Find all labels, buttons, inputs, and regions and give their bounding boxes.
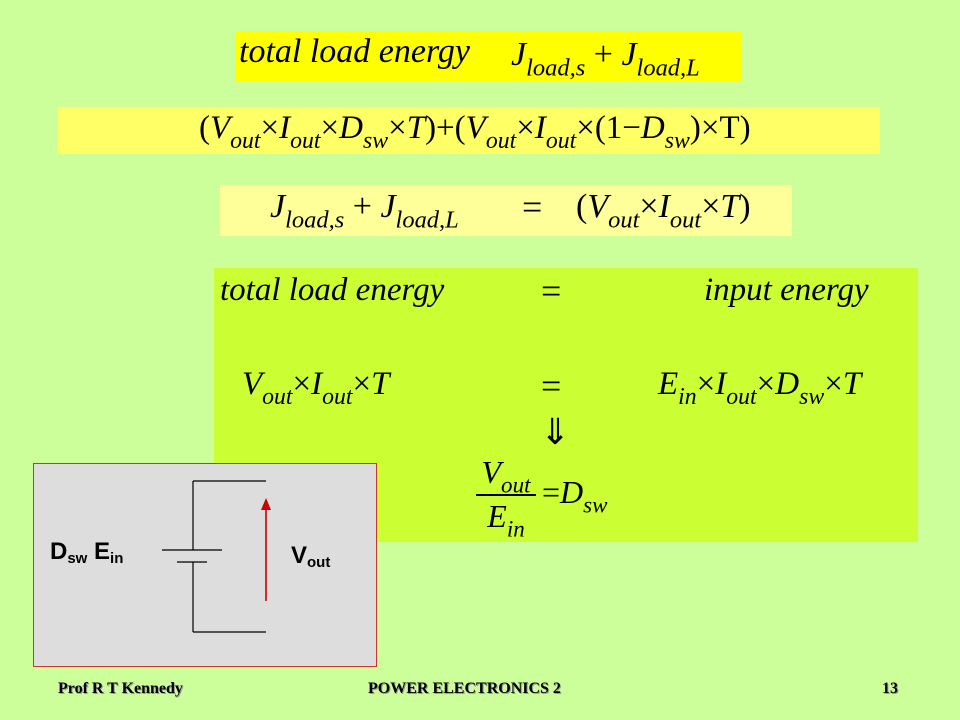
eq4-row2-equals: = [541,366,562,406]
fraction-result: =Dsw [542,474,608,518]
equation-load-energy-sum: Jload,s + Jload,L = (Vout×Iout×T) [220,185,792,236]
eq4-row1-equals: = [541,271,562,311]
fraction-bar [476,494,536,496]
equation-energy-expansion: (Vout×Iout×Dsw×T)+(Vout×Iout×(1−Dsw)×T) [58,107,880,154]
equation-total-load-energy: total load energy Jload,s + Jload,L [235,31,741,82]
eq4-duty-ratio-fraction: Vout Ein =Dsw [476,454,616,542]
circuit-diagram-panel: Dsw Ein Vout [33,463,377,667]
eq3-left: Jload,s + Jload,L [270,188,459,234]
footer-course-title: POWER ELECTRONICS 2 [368,680,561,697]
footer-author: Prof R T Kennedy [58,680,183,697]
eq4-row1-right: input energy [704,272,869,308]
source-label: Dsw Ein [50,538,124,567]
eq4-row2-right: Ein×Iout×Dsw×T [658,366,862,410]
vout-label: Vout [291,542,331,571]
circuit-drawing [162,480,271,633]
eq4-row2-left: Vout×Iout×T [242,366,390,410]
fraction-numerator: Vout [481,454,531,498]
fraction-denominator: Ein [487,498,525,542]
vout-arrow [261,498,271,601]
eq4-row1-left: total load energy [220,272,445,308]
implies-arrow-icon: ⇓ [540,412,571,452]
eq3-right: (Vout×Iout×T) [576,188,751,234]
eq1-left-text: total load energy [239,33,471,70]
footer-page-number: 13 [882,680,898,697]
eq2-expression: (Vout×Iout×Dsw×T)+(Vout×Iout×(1−Dsw)×T) [199,110,751,154]
eq3-equals: = [522,187,543,227]
eq1-right-expression: Jload,s + Jload,L [511,36,700,82]
